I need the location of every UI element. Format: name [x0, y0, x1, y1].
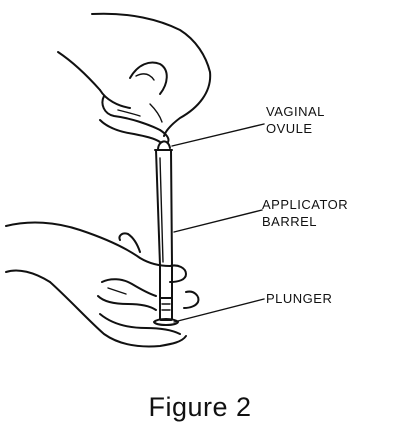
applicator-barrel-label-line1: APPLICATOR — [262, 197, 349, 212]
leader-lines — [171, 123, 265, 323]
ovule-leader-line — [171, 123, 265, 147]
plunger — [153, 265, 179, 326]
plunger-leader-line — [173, 298, 265, 323]
vaginal-ovule-label: VAGINAL OVULE — [266, 103, 325, 137]
figure-caption: Figure 2 — [148, 392, 252, 422]
plunger-label-text: PLUNGER — [266, 291, 333, 306]
applicator-barrel — [154, 149, 173, 266]
vaginal-ovule — [157, 140, 171, 151]
vaginal-ovule-label-line2: OVULE — [266, 121, 313, 136]
lower-hand — [5, 221, 200, 348]
plunger-label: PLUNGER — [266, 290, 332, 307]
upper-hand — [57, 12, 212, 143]
vaginal-ovule-label-line1: VAGINAL — [266, 104, 325, 119]
applicator-barrel-label: APPLICATOR BARREL — [262, 196, 348, 230]
applicator-barrel-label-line2: BARREL — [262, 214, 318, 229]
barrel-leader-line — [173, 209, 263, 233]
